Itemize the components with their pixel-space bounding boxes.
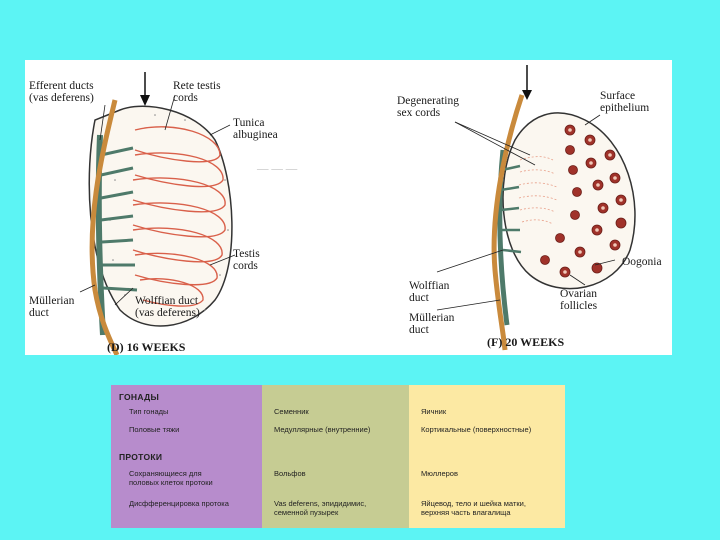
leader-lines-right [436, 114, 616, 311]
header-gonads: ГОНАДЫ [119, 392, 160, 402]
mullerian-duct-right [491, 94, 525, 351]
caption-20-weeks: (F) 20 WEEKS [487, 335, 565, 349]
degenerating-cords [518, 156, 558, 225]
ovarian-follicles [540, 124, 627, 278]
label-duct-differentiation: Дисфференцировка протока [129, 499, 229, 508]
table-column-male: Семенник Медуллярные (внутренние) Вольфо… [262, 385, 409, 528]
faint-mark: — — — [257, 163, 298, 175]
label-ovarian-follicles: Ovarian follicles [560, 288, 598, 312]
testis-diagram [79, 72, 236, 355]
stipple-texture [104, 114, 229, 316]
label-tunica-albuginea: Tunica albuginea [233, 117, 278, 141]
cell-retained-male: Вольфов [274, 469, 306, 478]
label-surface-epithelium: Surface epithelium [600, 90, 650, 114]
cell-sex-cords-male: Медуллярные (внутренние) [274, 425, 371, 434]
embryology-figure: Efferent ducts (vas deferens) Rete testi… [25, 60, 672, 355]
cell-diff-male: Vas deferens, эпидидимис, семенной пузыр… [274, 499, 367, 517]
testis-cords [132, 126, 226, 307]
label-oogonia: Oogonia [622, 256, 662, 268]
label-mullerian-duct-left: Müllerian duct [29, 295, 75, 319]
label-wolffian-duct-left: Wolffian duct (vas deferens) [135, 295, 200, 319]
label-wolffian-duct-right: Wolffian duct [409, 280, 450, 304]
label-degenerating-sex-cords: Degenerating sex cords [397, 95, 459, 119]
cell-gonad-type-male: Семенник [274, 407, 309, 416]
cell-sex-cords-female: Кортикальные (поверхностные) [421, 425, 532, 434]
cell-retained-female: Мюллеров [421, 469, 458, 478]
label-rete-testis: Rete testis cords [173, 80, 221, 104]
figure-drawing [79, 65, 636, 355]
label-testis-cords: Testis cords [233, 248, 260, 272]
cell-diff-female: Яйцевод, тело и шейка матки, верхняя час… [421, 499, 526, 517]
mullerian-duct-left [89, 99, 120, 355]
header-ducts: ПРОТОКИ [119, 452, 163, 462]
table-column-female: Яичник Кортикальные (поверхностные) Мюлл… [409, 385, 565, 528]
caption-16-weeks: (D) 16 WEEKS [107, 340, 186, 354]
label-sex-cords: Половые тяжи [129, 425, 180, 434]
cell-gonad-type-female: Яичник [421, 407, 447, 416]
label-gonad-type: Тип гонады [129, 407, 169, 416]
arrow-left [140, 72, 150, 106]
arrow-right [522, 65, 532, 100]
table-column-criteria: ГОНАДЫ Тип гонады Половые тяжи ПРОТОКИ С… [111, 385, 262, 528]
label-mullerian-duct-right: Müllerian duct [409, 312, 455, 336]
comparison-table: ГОНАДЫ Тип гонады Половые тяжи ПРОТОКИ С… [111, 385, 565, 528]
label-retained-ducts: Сохраняющиеся для половых клеток протоки [129, 469, 213, 487]
label-efferent-ducts: Efferent ducts (vas deferens) [29, 80, 94, 104]
ovary-diagram [436, 65, 636, 351]
leader-lines-left [79, 94, 236, 306]
ovary-outline [502, 112, 636, 290]
